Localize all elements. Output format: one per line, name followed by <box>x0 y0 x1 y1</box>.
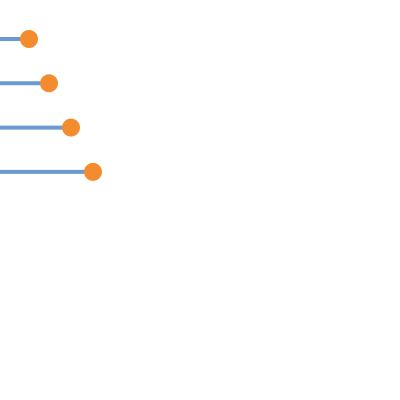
lollipop-dot-4 <box>84 162 102 181</box>
lollipop-dot-3 <box>62 118 80 137</box>
lollipop-dot-2 <box>40 74 58 93</box>
lollipop-dot-1 <box>20 30 38 48</box>
